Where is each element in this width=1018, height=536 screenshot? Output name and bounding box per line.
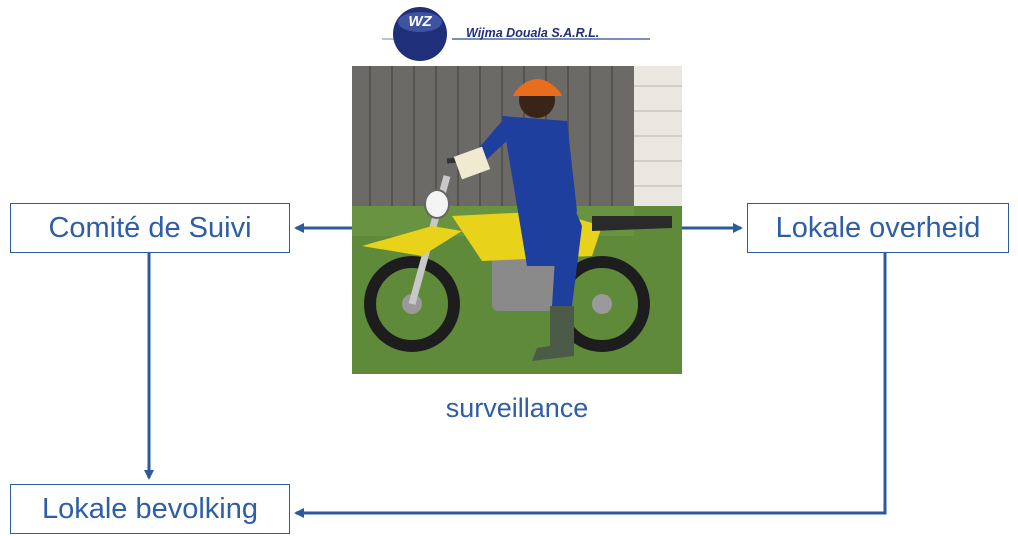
node-comite-label: Comité de Suivi	[48, 211, 252, 244]
photo-front-wheel	[364, 256, 460, 352]
arrow-overheid-to-bevolking	[294, 253, 887, 518]
logo-company-name: Wijma Douala S.A.R.L.	[466, 26, 599, 40]
logo-mark: WZ	[408, 13, 432, 30]
node-lokale-bevolking: Lokale bevolking	[10, 484, 290, 534]
photo-rider-helmet	[513, 79, 562, 96]
node-comite-de-suivi: Comité de Suivi	[10, 203, 290, 253]
wijma-logo: WZ Wijma Douala S.A.R.L.	[382, 7, 650, 61]
photo-seat	[592, 216, 672, 231]
photo-rider-boot	[532, 306, 574, 361]
photo-front-fender	[362, 226, 462, 256]
surveillance-caption: surveillance	[445, 393, 589, 423]
node-overheid-label: Lokale overheid	[775, 211, 981, 244]
logo-globe-highlight	[398, 12, 442, 32]
node-bevolking-label: Lokale bevolking	[41, 492, 259, 525]
person-on-motorcycle-photo	[352, 66, 682, 374]
photo-illustration	[352, 66, 682, 374]
node-lokale-overheid: Lokale overheid	[747, 203, 1009, 253]
photo-engine	[492, 256, 562, 311]
